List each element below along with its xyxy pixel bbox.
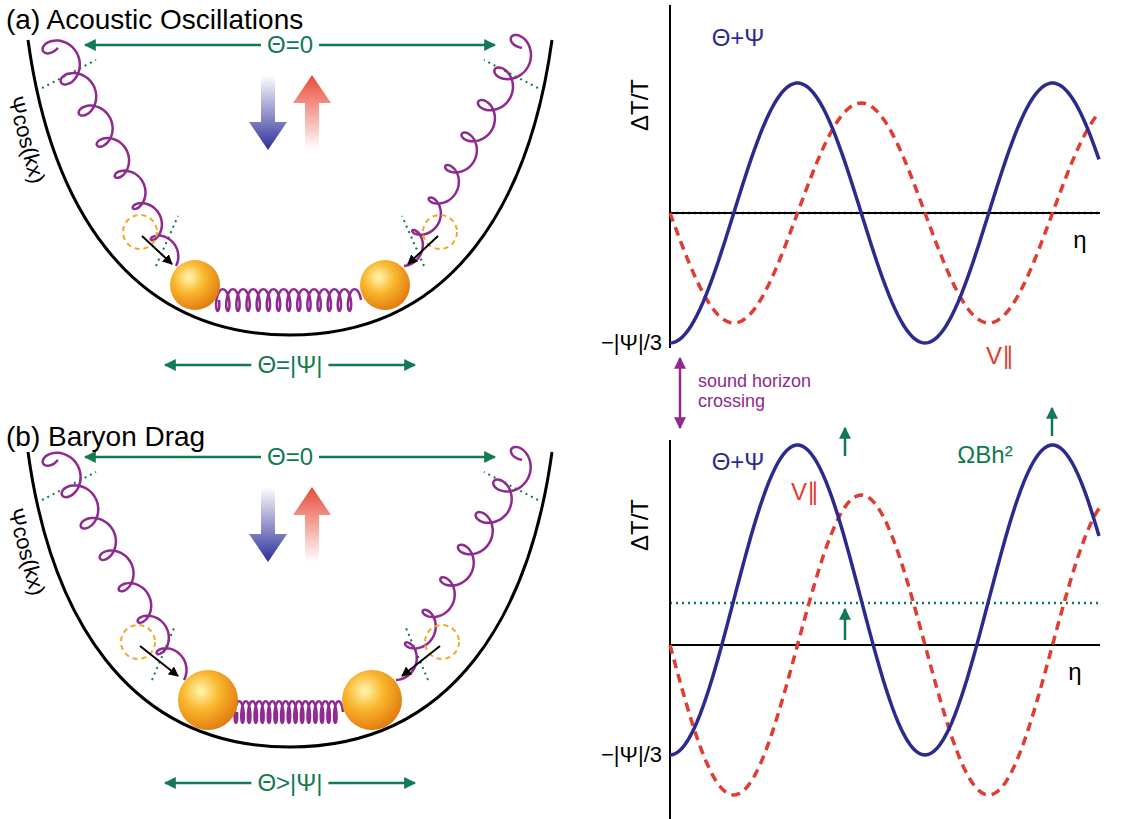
tangent-lines — [42, 60, 538, 266]
potential-well-a — [28, 35, 552, 365]
force-arrow — [140, 646, 178, 676]
spring-coils — [43, 35, 531, 311]
baryon-ball — [170, 260, 220, 310]
equilibrium-label: Θ=0 — [261, 444, 319, 470]
spring-coils — [43, 447, 531, 723]
y-axis — [669, 5, 671, 348]
potential-well-b — [28, 447, 552, 783]
spring-coil — [43, 453, 187, 680]
well-curve — [28, 40, 552, 335]
equilibrium-label: Θ=|Ψ| — [251, 352, 328, 378]
panel-title: (b) Baryon Drag — [6, 422, 205, 453]
infall-arrow — [249, 487, 287, 562]
well-curve — [28, 452, 552, 747]
plot-curves — [670, 83, 1099, 795]
potential-label: Ψcos(kx) — [3, 506, 49, 598]
curve-label: V∥ — [986, 343, 1014, 369]
horizon-label: sound horizon crossing — [698, 372, 828, 412]
temperature-curve — [670, 445, 1099, 755]
curve-label: Θ+Ψ — [712, 25, 765, 51]
curve-label: V∥ — [791, 479, 819, 505]
tangent-lines — [42, 472, 538, 680]
force-arrow — [408, 236, 438, 264]
baryon-ball — [178, 670, 238, 730]
force-arrow — [142, 236, 172, 264]
horizon-arrow — [679, 358, 682, 428]
oscillation-plot-b — [670, 408, 1100, 819]
curve-label: Θ+Ψ — [712, 449, 765, 475]
pressure-arrow — [293, 75, 331, 150]
parameter-label: ΩBh² — [957, 442, 1012, 468]
infall-arrow — [249, 75, 287, 150]
spring-coil — [404, 35, 531, 266]
axis-label: η — [1068, 659, 1081, 685]
y-axis — [669, 440, 671, 819]
spring-coil — [43, 41, 179, 266]
baryon-ball — [342, 670, 402, 730]
axis-label: ΔT/T — [627, 79, 653, 131]
axis-label: ΔT/T — [627, 499, 653, 551]
tick-label: −|Ψ|/3 — [601, 331, 662, 355]
shift-arrow — [844, 609, 847, 640]
x-axis — [670, 644, 1100, 646]
equilibrium-label: Θ=0 — [261, 32, 319, 58]
force-arrow — [402, 646, 440, 676]
shift-arrow — [844, 428, 847, 456]
temperature-curve — [670, 83, 1099, 343]
equilibrium-label: Θ>|Ψ| — [251, 770, 328, 796]
tick-label: −|Ψ|/3 — [601, 743, 662, 767]
panel-title: (a) Acoustic Oscillations — [6, 5, 303, 36]
velocity-curve — [670, 495, 1099, 795]
baryon-ball — [360, 260, 410, 310]
spring-coil — [216, 289, 361, 311]
potential-label: Ψcos(kx) — [3, 94, 49, 186]
axis-label: η — [1073, 227, 1086, 253]
pressure-arrow — [293, 487, 331, 562]
oscillation-plot-a — [670, 5, 1100, 348]
spring-coil — [396, 447, 531, 680]
shift-arrow — [1051, 408, 1054, 436]
spring-coil — [235, 701, 343, 723]
